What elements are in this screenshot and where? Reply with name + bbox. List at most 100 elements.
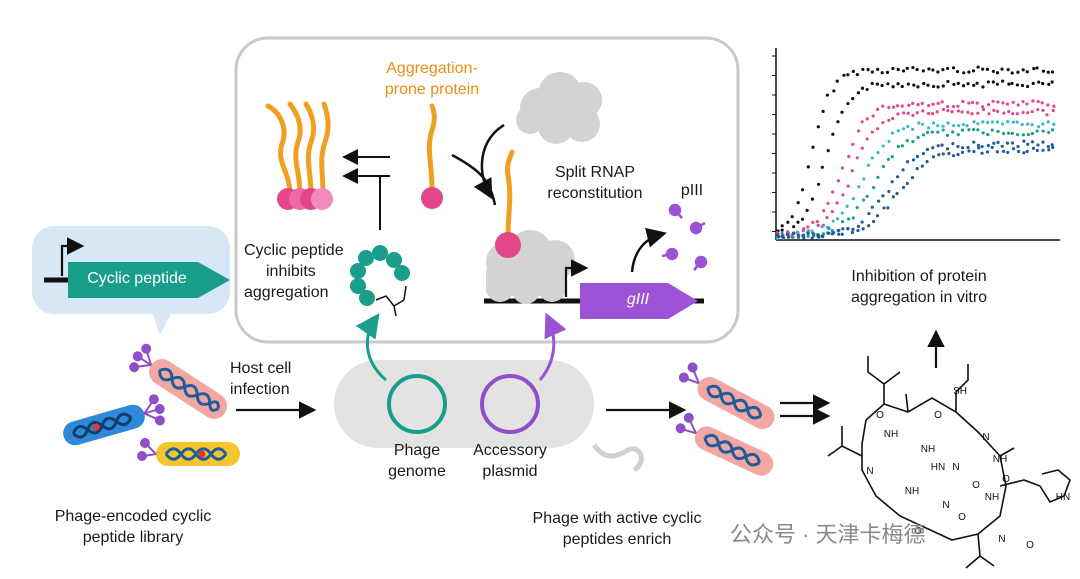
curve-point <box>985 150 990 154</box>
curve-point <box>1041 69 1046 73</box>
curve-point <box>1006 150 1010 155</box>
curve-point <box>896 144 900 149</box>
curve-point <box>980 151 984 155</box>
inhibits-label-line-3: aggregation <box>244 284 329 301</box>
curve-point <box>1030 140 1035 144</box>
curve-point <box>876 199 881 203</box>
curve-point <box>881 104 885 108</box>
curve-point <box>851 97 855 101</box>
curve-point <box>901 185 906 190</box>
curve-point <box>1051 145 1055 150</box>
curve-point <box>796 234 801 238</box>
curve-point <box>870 156 874 160</box>
curve-point <box>881 120 885 125</box>
curve-point <box>975 81 979 85</box>
curve-point <box>872 185 876 190</box>
curve-point <box>840 110 844 114</box>
curve-point <box>890 131 895 135</box>
curve-point <box>1040 101 1044 105</box>
curve-point <box>960 128 965 132</box>
enriched-phages <box>675 362 775 476</box>
atom-label: N <box>866 466 873 477</box>
curve-point <box>955 70 960 74</box>
curve-point <box>840 232 844 236</box>
curve-point <box>1011 120 1015 124</box>
aggregation-curves-chart <box>772 48 1060 241</box>
curve-point <box>856 91 861 95</box>
curve-point <box>1021 110 1025 115</box>
curve-point <box>1041 108 1045 113</box>
rnap-label-line-2: reconstitution <box>547 185 643 202</box>
curve-point <box>951 130 955 134</box>
curve-point <box>780 224 784 228</box>
curve-point <box>996 140 1000 145</box>
curve-point <box>1002 131 1006 136</box>
curve-point <box>866 67 870 72</box>
curve-point <box>891 105 896 109</box>
curve-point <box>901 168 905 172</box>
curve-point <box>865 137 869 141</box>
inhibits-label: Cyclic peptide inhibits aggregation <box>244 240 366 303</box>
curve-point <box>1007 109 1011 114</box>
curve-point <box>796 201 800 205</box>
curve-point <box>830 210 834 214</box>
curve-point <box>1006 131 1011 135</box>
accessory-plasmid-circle <box>480 374 540 434</box>
atom-label: NH <box>985 492 999 503</box>
curve-point <box>967 128 971 132</box>
curve-point <box>1046 120 1050 124</box>
curve-point <box>786 230 790 234</box>
enrich-label-line-1: Phage with active cyclic <box>532 510 702 527</box>
curve-point <box>861 198 866 202</box>
curve-point <box>946 104 950 109</box>
curve-point <box>977 146 981 150</box>
curve-point <box>796 220 800 224</box>
curve-point <box>880 83 884 88</box>
curve-point <box>827 226 831 231</box>
curve-point <box>992 108 996 112</box>
curve-point <box>926 83 930 87</box>
curve-point <box>851 216 855 220</box>
atom-label: O <box>1002 474 1010 485</box>
curve-point <box>780 228 784 232</box>
curve-point <box>1050 143 1054 147</box>
curve-point <box>911 127 915 131</box>
atom-label: N <box>942 500 949 511</box>
curve-point <box>911 113 915 117</box>
curve-point <box>922 81 926 86</box>
curve-point <box>905 139 909 143</box>
accessory-label: Accessory plasmid <box>462 440 558 482</box>
curve-point <box>976 111 980 115</box>
curve-point <box>786 220 790 224</box>
curve-point <box>972 127 976 132</box>
curve-point <box>911 139 915 144</box>
curve-point <box>920 164 924 168</box>
curve-point <box>945 147 950 151</box>
curve-point <box>911 65 915 70</box>
curve-point <box>910 176 915 180</box>
curve-point <box>916 135 920 139</box>
curve-point <box>996 129 1000 134</box>
atom-label: HN <box>931 462 945 473</box>
inhibition-label-line-2: aggregation in vitro <box>850 289 988 306</box>
curve-point <box>905 66 909 70</box>
curve-point <box>1011 100 1015 104</box>
curve-point <box>966 110 970 114</box>
curve-point <box>1041 129 1045 133</box>
curve-point <box>991 80 995 84</box>
curve-point <box>956 81 960 85</box>
atom-label: NH <box>921 444 935 455</box>
curve-point <box>921 151 925 156</box>
curve-point <box>1000 122 1005 126</box>
cyclic-peptide-ring <box>350 245 410 317</box>
curve-point <box>896 67 900 72</box>
curve-point <box>937 153 941 157</box>
curve-point <box>926 111 931 116</box>
curve-point <box>945 66 950 71</box>
curve-point <box>887 105 891 110</box>
curve-point <box>941 152 945 156</box>
curve-point <box>921 133 926 137</box>
curve-point <box>860 146 864 150</box>
infection-label: Host cell infection <box>230 358 312 400</box>
curve-point <box>895 175 900 179</box>
